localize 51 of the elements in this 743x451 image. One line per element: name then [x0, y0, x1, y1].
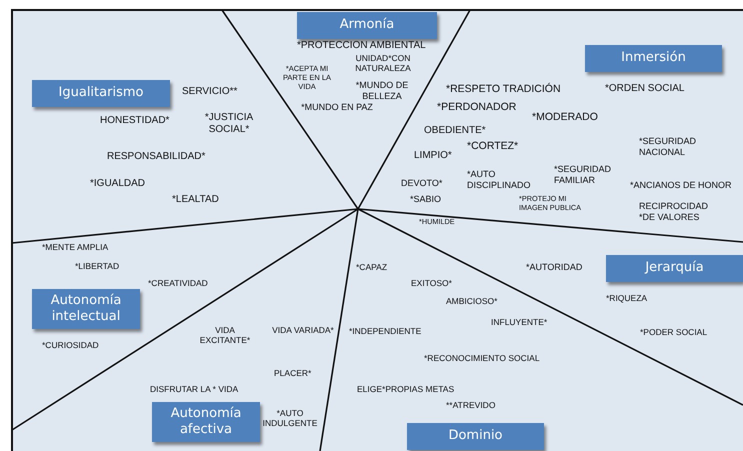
value-label: *AUTO DISCIPLINADO [467, 169, 532, 191]
value-label: *PROTECCION AMBIENTAL [297, 40, 426, 52]
category-box: Jerarquía [606, 255, 743, 282]
value-label: *JUSTICIA SOCIAL* [204, 112, 254, 136]
value-label: OBEDIENTE* [424, 125, 486, 137]
value-label: *RIQUEZA [606, 293, 648, 304]
value-label: *SABIO [410, 194, 442, 205]
value-label: EXITOSO* [411, 278, 452, 288]
category-box: Armonía [297, 12, 437, 39]
value-label: *MENTE AMPLIA [42, 242, 108, 252]
value-label: *MODERADO [532, 111, 598, 124]
value-label: *CAPAZ [356, 262, 388, 272]
value-label: HONESTIDAD* [100, 115, 170, 127]
value-label: *SEGURIDAD NACIONAL [639, 136, 698, 158]
value-label: *MUNDO EN PAZ [300, 102, 374, 113]
value-label: *LIBERTAD [75, 261, 120, 272]
value-label: ELIGE*PROPIAS METAS [357, 384, 454, 394]
value-label: INFLUYENTE* [491, 317, 548, 328]
value-label: *AUTO INDULGENTE [262, 408, 318, 428]
category-box: Autonomía afectiva [152, 402, 260, 442]
value-label: *PODER SOCIAL [640, 327, 708, 338]
value-label: *RESPETO TRADICIÓN [446, 83, 561, 96]
value-label: UNIDAD*CON NATURALEZA [354, 53, 412, 74]
value-label: *PERDONADOR [437, 101, 516, 114]
value-label: *IGUALDAD [90, 178, 146, 190]
value-label: *LEALTAD [172, 194, 219, 206]
value-label: *SEGURIDAD FAMILIAR [554, 164, 612, 186]
category-box: Autonomía intelectual [32, 289, 140, 329]
value-label: VIDA VARIADA* [271, 325, 335, 336]
value-label: DEVOTO* [401, 178, 442, 189]
category-box: Igualitarismo [32, 80, 170, 107]
value-label: *RECONOCIMIENTO SOCIAL [424, 353, 540, 364]
category-box: Inmersión [585, 45, 722, 72]
value-label: RESPONSABILIDAD* [107, 151, 206, 163]
value-label: SERVICIO** [182, 86, 238, 98]
category-box: Dominio [407, 423, 544, 450]
value-label: AMBICIOSO* [446, 296, 498, 306]
value-label: *CREATIVIDAD [148, 278, 208, 288]
value-label: *ANCIANOS DE HONOR [630, 180, 732, 191]
value-label: LIMPIO* [414, 150, 452, 162]
value-label: **ATREVIDO [446, 400, 496, 410]
value-label: *ORDEN SOCIAL [605, 83, 684, 95]
value-label: *CORTEZ* [467, 140, 518, 153]
value-label: *MUNDO DE BELLEZA [354, 80, 410, 102]
value-label: VIDA EXCITANTE* [198, 325, 252, 346]
value-label: *AUTORIDAD [526, 262, 582, 273]
value-label: RECIPROCIDAD *DE VALORES [639, 201, 710, 223]
value-label: PLACER* [274, 368, 312, 378]
value-label: *INDEPENDIENTE [349, 326, 422, 336]
value-label: DISFRUTAR LA * VIDA [150, 384, 238, 394]
value-label: *CURIOSIDAD [42, 340, 99, 350]
